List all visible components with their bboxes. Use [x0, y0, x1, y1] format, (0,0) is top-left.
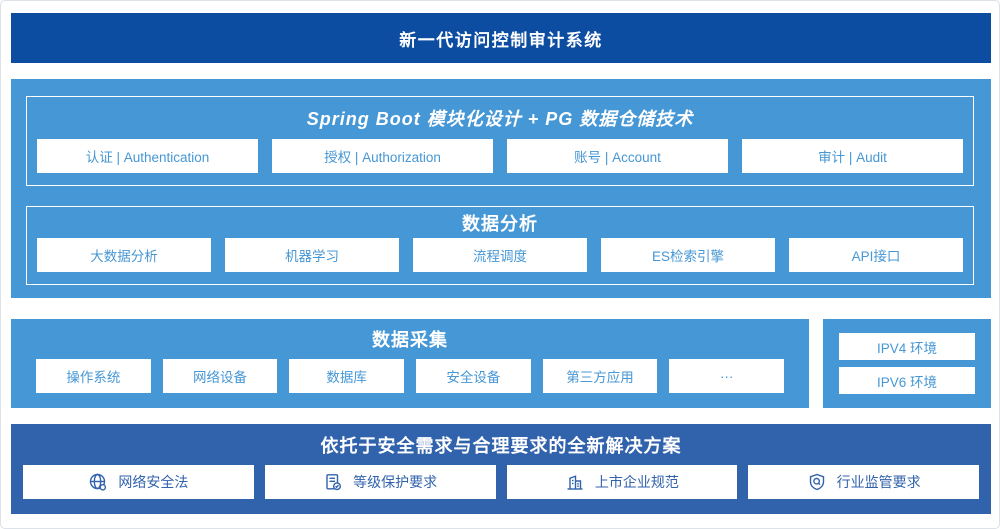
solution-box-listed-company: 上市企业规范 [506, 465, 738, 499]
solution-box-industry-regulation: 行业监管要求 [748, 465, 979, 499]
solution-section-title: 依托于安全需求与合理要求的全新解决方案 [320, 435, 682, 456]
collection-box-row: 操作系统 网络设备 数据库 安全设备 第三方应用 ··· [11, 359, 809, 408]
env-box-ipv4: IPV4 环境 [839, 333, 975, 360]
analysis-box-row: 大数据分析 机器学习 流程调度 ES检索引擎 API接口 [27, 238, 973, 284]
solution-box-row: 网络安全法 等级保护要求 [11, 465, 991, 514]
collection-box-database: 数据库 [289, 359, 405, 393]
collection-box-security-device: 安全设备 [416, 359, 531, 393]
collection-box-thirdparty: 第三方应用 [542, 359, 658, 393]
solution-box-cybersecurity-law: 网络安全法 [23, 465, 254, 499]
globe-icon [88, 472, 108, 492]
collection-section-title: 数据采集 [372, 330, 448, 350]
shield-search-icon [807, 472, 827, 492]
module-box-authorization: 授权 | Authorization [272, 139, 493, 173]
collection-box-more: ··· [669, 359, 785, 393]
solution-box-label: 上市企业规范 [594, 474, 679, 490]
platform-container: Spring Boot 模块化设计 + PG 数据仓储技术 认证 | Authe… [11, 79, 991, 298]
module-box-account: 账号 | Account [507, 139, 728, 173]
env-box-ipv6: IPV6 环境 [839, 367, 975, 394]
building-icon [565, 472, 585, 492]
module-box-audit: 审计 | Audit [742, 139, 963, 173]
solution-box-label: 网络安全法 [118, 474, 189, 490]
analysis-section: 数据分析 大数据分析 机器学习 流程调度 ES检索引擎 API接口 [26, 206, 974, 285]
page-title: 新一代访问控制审计系统 [399, 30, 603, 50]
solution-box-classified-protection: 等级保护要求 [264, 465, 496, 499]
environment-section: IPV4 环境 IPV6 环境 [823, 319, 991, 408]
analysis-section-title: 数据分析 [462, 213, 538, 234]
analysis-box-es: ES检索引擎 [601, 238, 775, 272]
solution-box-label: 等级保护要求 [353, 474, 438, 490]
solution-section: 依托于安全需求与合理要求的全新解决方案 网络安全法 [11, 424, 991, 514]
module-section-title: Spring Boot 模块化设计 + PG 数据仓储技术 [306, 109, 694, 129]
module-box-row: 认证 | Authentication 授权 | Authorization 账… [27, 139, 973, 185]
collection-section: 数据采集 操作系统 网络设备 数据库 安全设备 第三方应用 ··· [11, 319, 809, 408]
collection-box-network-device: 网络设备 [162, 359, 278, 393]
document-check-icon [323, 472, 343, 492]
module-section: Spring Boot 模块化设计 + PG 数据仓储技术 认证 | Authe… [26, 96, 974, 186]
solution-box-label: 行业监管要求 [836, 474, 921, 490]
collection-box-os: 操作系统 [36, 359, 151, 393]
analysis-box-api: API接口 [789, 238, 963, 272]
analysis-box-bigdata: 大数据分析 [37, 238, 211, 272]
system-title-banner: 新一代访问控制审计系统 [11, 13, 991, 63]
module-box-authentication: 认证 | Authentication [37, 139, 258, 173]
analysis-box-ml: 机器学习 [225, 238, 399, 272]
analysis-box-workflow: 流程调度 [413, 238, 587, 272]
